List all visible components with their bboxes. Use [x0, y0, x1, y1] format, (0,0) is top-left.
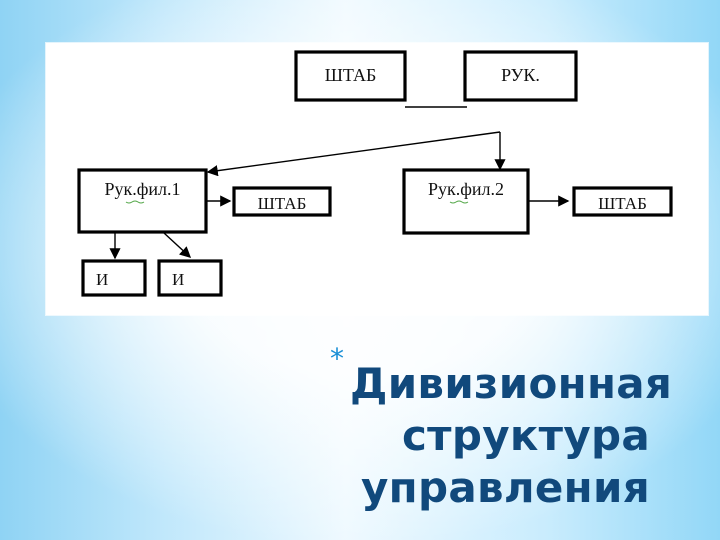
arrow-to-left-branch — [206, 131, 501, 177]
slide-title: Дивизионная структура управления — [350, 359, 673, 512]
bottom-left-box-2 — [157, 259, 223, 297]
top-left-box-label: ШТАБ — [325, 65, 377, 85]
left-branch-box — [77, 168, 208, 234]
right-branch-box — [402, 168, 530, 235]
right-side-box-label: ШТАБ — [598, 194, 647, 213]
organization-chart: ШТАБ РУК. Рук.фил.1 Рук.фил.2 ШТАБ ШТАБ … — [77, 50, 673, 297]
left-side-box — [232, 186, 332, 217]
spellcheck-squiggle-right — [449, 200, 469, 204]
diagram-panel: ШТАБ РУК. Рук.фил.1 Рук.фил.2 ШТАБ ШТАБ … — [46, 43, 708, 315]
top-right-box-label: РУК. — [501, 65, 540, 85]
slide-title-block: * Дивизионная структура управления — [330, 342, 673, 515]
arrow-to-bottom-left-box-2 — [163, 232, 192, 258]
right-side-box — [572, 186, 673, 217]
bottom-left-box-1 — [81, 259, 147, 297]
bottom-left-box-2-label: И — [172, 270, 184, 289]
spellcheck-squiggle-left — [125, 200, 145, 204]
top-right-box — [463, 50, 578, 102]
left-branch-box-label: Рук.фил.1 — [104, 179, 180, 199]
left-side-box-label: ШТАБ — [258, 194, 307, 213]
top-left-box — [294, 50, 407, 102]
right-branch-box-label: Рук.фил.2 — [428, 179, 504, 199]
title-marker: * — [330, 342, 344, 375]
bottom-left-box-1-label: И — [96, 270, 108, 289]
